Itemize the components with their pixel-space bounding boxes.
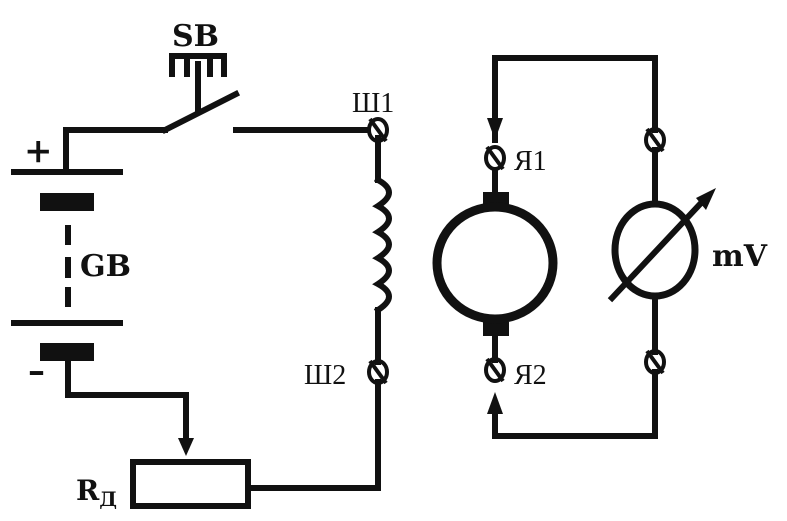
brush-top <box>483 192 509 206</box>
label-sh2: Ш2 <box>304 360 346 391</box>
battery-plate-bottom-short <box>40 343 94 361</box>
battery-gb <box>11 169 123 361</box>
wire-armature-bottom-loop <box>492 379 658 439</box>
label-mv: mV <box>712 239 768 274</box>
field-coil <box>372 175 392 315</box>
arrow-down-into-ya1 <box>487 118 503 140</box>
label-sb: SB <box>172 19 219 54</box>
label-ya1: Я1 <box>514 146 547 177</box>
wiper-arrow <box>178 438 194 456</box>
terminal-ya2 <box>484 357 506 383</box>
switch-button-cap <box>169 53 227 77</box>
label-rd-sub: Д <box>99 487 117 511</box>
wire-battery-to-switch <box>63 127 168 169</box>
label-ya2: Я2 <box>514 360 547 391</box>
arrow-up-from-ya2 <box>487 392 503 414</box>
armature-rotor <box>432 202 558 324</box>
wire-sh2-to-resistor <box>247 379 381 491</box>
terminal-sh1 <box>367 117 389 143</box>
field-winding <box>372 135 392 365</box>
brush-bottom <box>483 322 509 336</box>
label-rd-main: R <box>76 474 100 507</box>
label-sh1: Ш1 <box>352 88 394 119</box>
resistor-rd <box>130 459 251 509</box>
switch-sb <box>160 53 241 135</box>
label-gb: GB <box>80 249 131 284</box>
terminal-ya1 <box>484 145 506 171</box>
wire-battery-to-wiper <box>65 358 189 443</box>
wire-armature-top-loop <box>492 55 658 143</box>
voltmeter-needle-arrow <box>696 188 716 210</box>
battery-plate-top-short <box>40 193 94 211</box>
label-plus: + <box>24 131 53 171</box>
label-minus: – <box>28 351 45 391</box>
voltmeter-needle <box>607 197 707 303</box>
label-rd: RД <box>76 474 117 511</box>
